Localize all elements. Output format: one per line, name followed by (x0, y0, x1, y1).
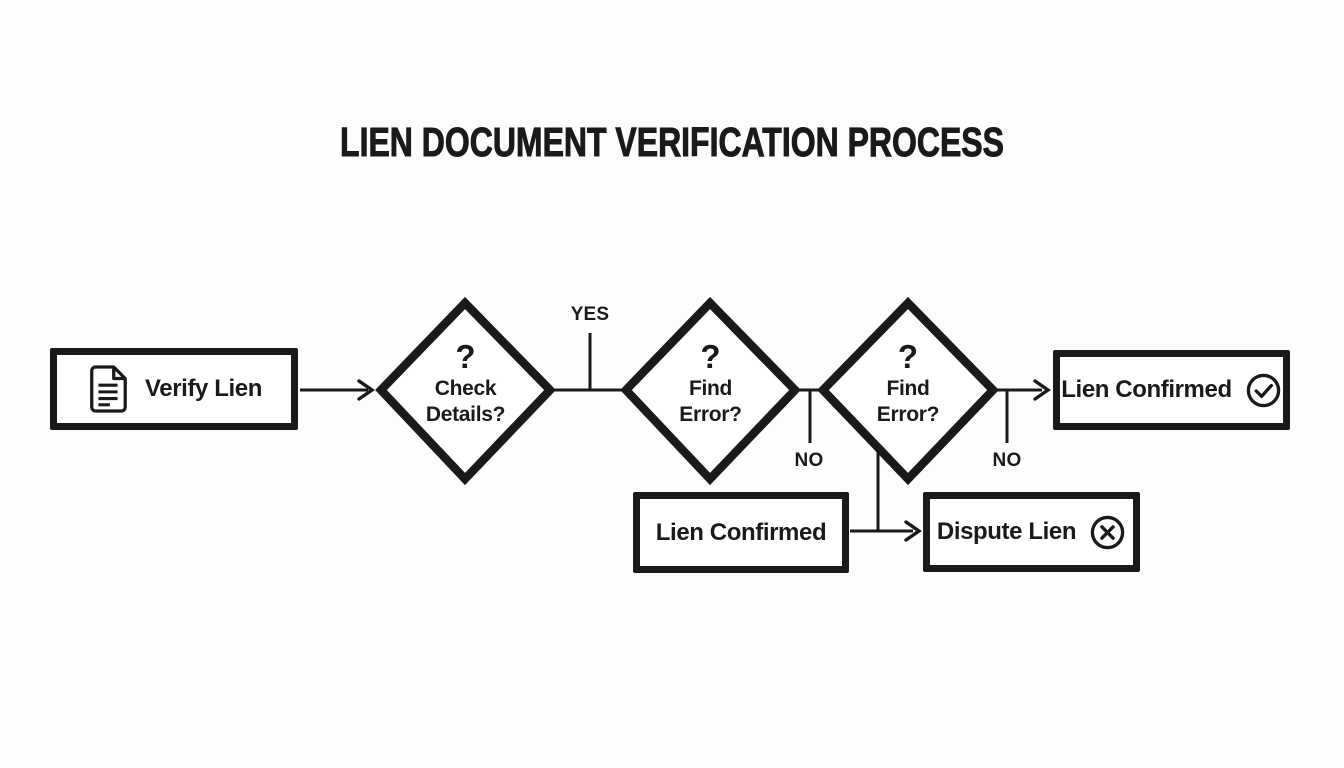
x-circle-icon (1089, 514, 1126, 551)
document-icon (86, 365, 130, 413)
diagram-title: LIEN DOCUMENT VERIFICATION PROCESS (340, 119, 1005, 166)
edge-label-no-first: NO (794, 450, 824, 471)
node-lien-confirmed-bottom: Lien Confirmed (633, 492, 849, 573)
check-circle-icon (1245, 372, 1282, 409)
node-lien-confirmed-right: Lien Confirmed (1053, 350, 1290, 430)
decision-diamond-check-details (375, 296, 556, 486)
arrowhead-verify-to-check (357, 379, 375, 401)
node-dispute-lien-label: Dispute Lien (936, 518, 1077, 545)
node-verify-lien: Verify Lien (50, 348, 298, 430)
decision-diamond-find-error-1 (620, 296, 801, 486)
decision-diamond-find-error-2 (817, 296, 999, 486)
node-verify-lien-label: Verify Lien (145, 375, 262, 402)
arrowhead-find2-to-confirmed (1033, 379, 1051, 401)
edge-label-no-second: NO (992, 450, 1022, 471)
node-dispute-lien: Dispute Lien (923, 492, 1140, 572)
arrowhead-confirmed-to-dispute (904, 520, 922, 542)
node-lien-confirmed-bottom-label: Lien Confirmed (655, 518, 827, 546)
node-lien-confirmed-right-label: Lien Confirmed (1061, 376, 1232, 403)
edge-label-yes: YES (570, 304, 610, 325)
